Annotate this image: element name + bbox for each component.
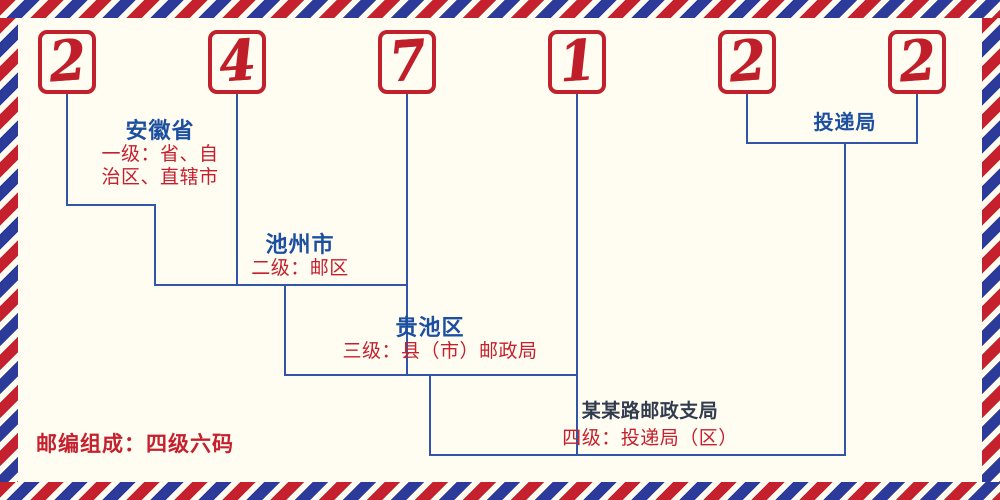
digit-box-5: 2: [718, 27, 776, 96]
stripe-border-right: [982, 18, 1000, 482]
digit-5: 2: [726, 27, 768, 96]
footer-note: 邮编组成：四级六码: [36, 433, 234, 456]
level4-underline: [429, 454, 846, 456]
level3-underline: [284, 374, 578, 376]
delivery-to-level4-line: [844, 142, 846, 456]
digit1-connector-line: [66, 94, 68, 206]
digit-3: 7: [386, 27, 428, 96]
level3-name: 贵池区: [395, 315, 465, 340]
level2-underline: [154, 284, 408, 286]
level3-to-level4-line: [429, 374, 431, 456]
level2-name: 池州市: [265, 232, 335, 257]
level1-underline: [66, 204, 156, 206]
digit5-connector-line: [746, 94, 748, 144]
digit-box-6: 2: [888, 27, 946, 96]
level4-desc: 四级：投递局（区）: [562, 428, 738, 449]
digit-4: 1: [556, 27, 598, 96]
stripe-border-top: [0, 0, 1000, 18]
level3-desc: 三级：县（市）邮政局: [342, 341, 538, 362]
stripe-border-left: [0, 18, 18, 482]
digit-2: 4: [216, 27, 258, 96]
digit-box-2: 4: [208, 27, 266, 96]
digit6-connector-line: [916, 94, 918, 144]
digit-box-4: 1: [548, 27, 606, 96]
level1-desc: 一级：省、自 治区、直辖市: [80, 143, 240, 189]
level2-to-level3-line: [284, 284, 286, 376]
digit-1: 2: [46, 27, 88, 96]
digit4-connector-line: [576, 94, 578, 456]
level4-name: 某某路邮政支局: [581, 401, 719, 422]
delivery-bracket-line: [746, 142, 918, 144]
digit2-connector-line: [236, 94, 238, 286]
delivery-office-label: 投递局: [813, 112, 877, 134]
level1-desc-line1: 一级：省、自: [101, 144, 219, 165]
stripe-border-bottom: [0, 482, 1000, 500]
level1-desc-line2: 治区、直辖市: [101, 167, 219, 188]
level1-to-level2-line: [154, 204, 156, 286]
digit-6: 2: [896, 27, 938, 96]
digit-box-1: 2: [38, 27, 96, 96]
digit3-connector-line: [406, 94, 408, 376]
digit-box-3: 7: [378, 27, 436, 96]
level2-desc: 二级：邮区: [251, 258, 349, 279]
level1-name: 安徽省: [125, 118, 195, 143]
